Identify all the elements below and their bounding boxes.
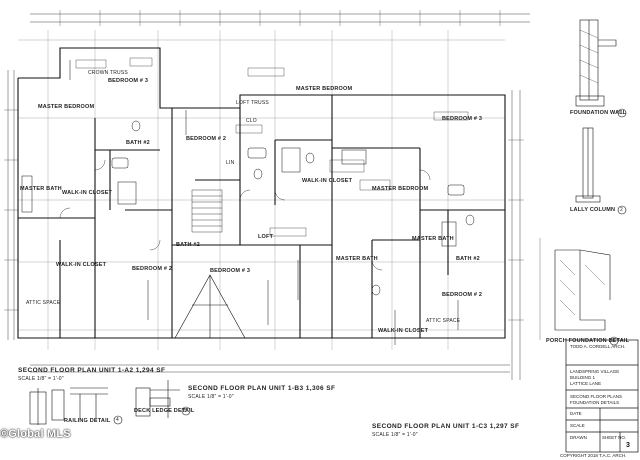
- title-block-sheet-title-1: SECOND FLOOR PLANS: [570, 394, 623, 399]
- plan-scale-unit-c: SCALE 1/8" = 1'-0": [372, 432, 418, 438]
- room-bath-2-a: BATH #2: [126, 140, 150, 146]
- title-block-sheet-label: SHEET NO.: [602, 435, 627, 440]
- room-bath-2-c: BATH #2: [456, 256, 480, 262]
- dimension-lines: [4, 10, 530, 380]
- room-walk-in-a2: WALK-IN CLOSET: [56, 262, 107, 268]
- plan-title-unit-c: SECOND FLOOR PLAN UNIT 1-C3 1,297 SF: [372, 423, 520, 430]
- room-linen-b: LIN: [226, 160, 235, 166]
- room-master-bath-a: MASTER BATH: [20, 186, 62, 192]
- room-bedroom-3-b: BEDROOM # 3: [210, 268, 251, 274]
- title-block-designer: TODD A. CORDELL ARCH.: [570, 344, 626, 349]
- room-attic-a: ATTIC SPACE: [26, 300, 61, 306]
- plan-scale-unit-b: SCALE 1/8" = 1'-0": [188, 394, 234, 400]
- detail-title-railing: RAILING DETAIL: [64, 418, 111, 424]
- fixtures: [21, 120, 475, 296]
- room-bedroom-3-c: BEDROOM # 3: [442, 116, 483, 122]
- room-bath-2-b: BATH #2: [176, 242, 200, 248]
- detail-bubble-4: 4: [116, 417, 119, 423]
- plan-scale-unit-a: SCALE 1/8" = 1'-0": [18, 376, 64, 382]
- room-walk-in-c: WALK-IN CLOSET: [378, 328, 429, 334]
- title-block-drawn-label: DRAWN: [570, 435, 587, 440]
- detail-bubble-3: 3: [612, 338, 615, 344]
- room-walk-in-b: WALK-IN CLOSET: [302, 178, 353, 184]
- plan-title-unit-b: SECOND FLOOR PLAN UNIT 1-B3 1,306 SF: [188, 385, 336, 392]
- title-block-sheet-title-2: FOUNDATION DETAILS: [570, 400, 620, 405]
- foundation-wall-detail: [575, 19, 617, 107]
- unit-a-walls: [17, 47, 173, 339]
- door-swings: [59, 159, 431, 271]
- title-block-frame: [565, 339, 639, 453]
- room-walk-in-closet-a: WALK-IN CLOSET: [62, 190, 113, 196]
- detail-bubble-5: 5: [184, 408, 187, 414]
- detail-title-lally-column: LALLY COLUMN: [570, 207, 616, 213]
- plan-title-unit-a: SECOND FLOOR PLAN UNIT 1-A2 1,294 SF: [18, 367, 166, 374]
- room-master-bath-b: MASTER BATH: [336, 256, 378, 262]
- unit-b-walls: [172, 94, 333, 339]
- title-block-project-3: LATTICE LANE: [570, 381, 602, 386]
- room-master-bath-c: MASTER BATH: [412, 236, 454, 242]
- truss-crown-label: CROWN TRUSS: [88, 70, 128, 76]
- beam-callouts: [69, 60, 459, 345]
- room-loft-b: LOFT: [258, 234, 274, 240]
- title-block-copyright: COPYRIGHT 2018 T.A.C. ARCH.: [560, 453, 627, 458]
- room-bedroom-2-b: BEDROOM # 2: [186, 136, 227, 142]
- title-block-sheet-number: 3: [626, 442, 630, 449]
- title-block-project-1: LANDSPRING VILLAGE: [570, 369, 620, 374]
- stair-treads: [191, 189, 223, 233]
- detail-title-deck-ledge: DECK LEDGE DETAIL: [134, 408, 195, 414]
- mls-watermark: ©Global MLS: [0, 428, 71, 440]
- note-boxes: [75, 57, 469, 237]
- framing-grid: [18, 30, 505, 350]
- room-bedroom-2-a: BEDROOM # 2: [132, 266, 173, 272]
- title-block-scale-label: SCALE: [570, 423, 585, 428]
- gable-roof-lines: [174, 274, 246, 339]
- detail-title-foundation-wall: FOUNDATION WALL: [570, 110, 627, 116]
- title-block-project-2: BUILDING 1: [570, 375, 596, 380]
- unit-c-walls: [332, 94, 506, 339]
- railing-detail: [29, 387, 108, 425]
- deck-ledge-detail: [135, 380, 180, 418]
- room-master-bedroom-b: MASTER BEDROOM: [296, 86, 353, 92]
- lally-column-detail: [575, 127, 601, 203]
- porch-foundation-detail: [539, 238, 611, 340]
- room-bedroom-2-c: BEDROOM # 2: [442, 292, 483, 298]
- room-bedroom-3-a: BEDROOM # 3: [108, 78, 149, 84]
- detail-bubbles: [113, 108, 627, 425]
- room-master-bedroom-c: MASTER BEDROOM: [372, 186, 429, 192]
- room-master-bedroom-a: MASTER BEDROOM: [38, 104, 95, 110]
- room-clo-b: CLO: [246, 118, 257, 124]
- detail-title-porch-foundation: PORCH FOUNDATION DETAIL: [546, 338, 630, 344]
- detail-bubble-1: 1: [620, 110, 623, 116]
- detail-bubble-2: 2: [620, 207, 623, 213]
- truss-loft-label: LOFT TRUSS: [236, 100, 269, 106]
- title-block-date-label: DATE: [570, 411, 582, 416]
- room-attic-c: ATTIC SPACE: [426, 318, 461, 324]
